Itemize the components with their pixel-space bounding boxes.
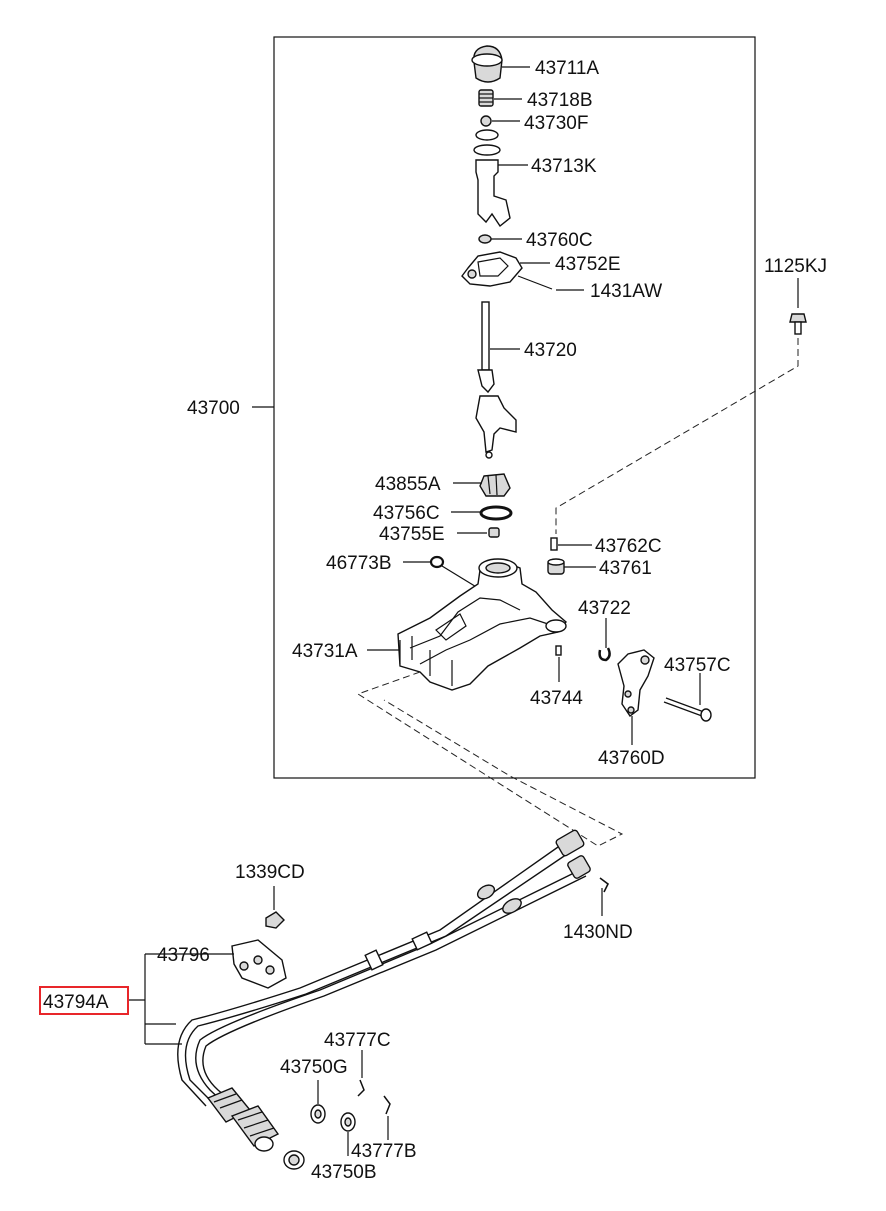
label-43730F: 43730F	[524, 113, 588, 134]
shift-housing-part	[397, 558, 567, 691]
clip-1430nd-part	[599, 877, 610, 893]
ring-part	[479, 505, 513, 521]
cable-bracket-part	[231, 939, 287, 989]
nut-part	[547, 558, 565, 575]
label-43750B: 43750B	[311, 1162, 377, 1183]
label-43755E: 43755E	[379, 524, 445, 545]
label-43731A: 43731A	[292, 641, 358, 662]
clip-43777b-part	[383, 1095, 391, 1115]
label-43777C: 43777C	[324, 1030, 391, 1051]
pin-part	[517, 275, 553, 290]
label-43750G: 43750G	[280, 1057, 348, 1078]
highlight-box	[39, 986, 129, 1015]
ball-part	[480, 115, 492, 127]
label-43761: 43761	[599, 558, 652, 579]
bushing-part	[478, 234, 492, 244]
label-43760C: 43760C	[526, 230, 593, 251]
shift-lever-part	[475, 301, 517, 459]
bolt-part	[550, 537, 558, 551]
label-43855A: 43855A	[375, 474, 441, 495]
label-46773B: 46773B	[326, 553, 392, 574]
label-43794A: 43794A	[43, 992, 109, 1013]
label-43722: 43722	[578, 598, 631, 619]
label-43777B: 43777B	[351, 1141, 417, 1162]
knob-part	[471, 45, 503, 83]
clip-part	[598, 647, 611, 662]
washer-43750g-part	[310, 1104, 326, 1124]
label-43760D: 43760D	[598, 748, 665, 769]
label-43756C: 43756C	[373, 503, 440, 524]
pin-small-part	[555, 645, 562, 656]
washer-part	[429, 555, 445, 569]
label-43796: 43796	[157, 945, 210, 966]
label-43700: 43700	[187, 398, 240, 419]
label-43711A: 43711A	[535, 58, 599, 79]
assembly-bolt-part	[789, 313, 807, 335]
label-43757C: 43757C	[664, 655, 731, 676]
lever-sleeve-part	[473, 129, 511, 228]
spring-part	[478, 89, 494, 107]
select-lever-part	[617, 649, 655, 718]
label-43720: 43720	[524, 340, 577, 361]
label-1125KJ: 1125KJ	[764, 256, 827, 277]
label-43762C: 43762C	[595, 536, 662, 557]
small-nut-part	[488, 527, 500, 538]
lever-bolt-part	[663, 697, 712, 722]
label-1431AW: 1431AW	[590, 281, 662, 302]
washer-43750b-part	[340, 1112, 356, 1132]
clip-43777c-part	[357, 1079, 365, 1097]
label-43713K: 43713K	[531, 156, 597, 177]
bushing-ring-part	[479, 473, 511, 497]
nut-1339cd-part	[265, 911, 285, 929]
label-1339CD: 1339CD	[235, 862, 305, 883]
label-1430ND: 1430ND	[563, 922, 633, 943]
lever-bracket-part	[461, 251, 523, 287]
label-43718B: 43718B	[527, 90, 593, 111]
label-43744: 43744	[530, 688, 583, 709]
shift-cable-part	[177, 829, 591, 1170]
label-43752E: 43752E	[555, 254, 621, 275]
